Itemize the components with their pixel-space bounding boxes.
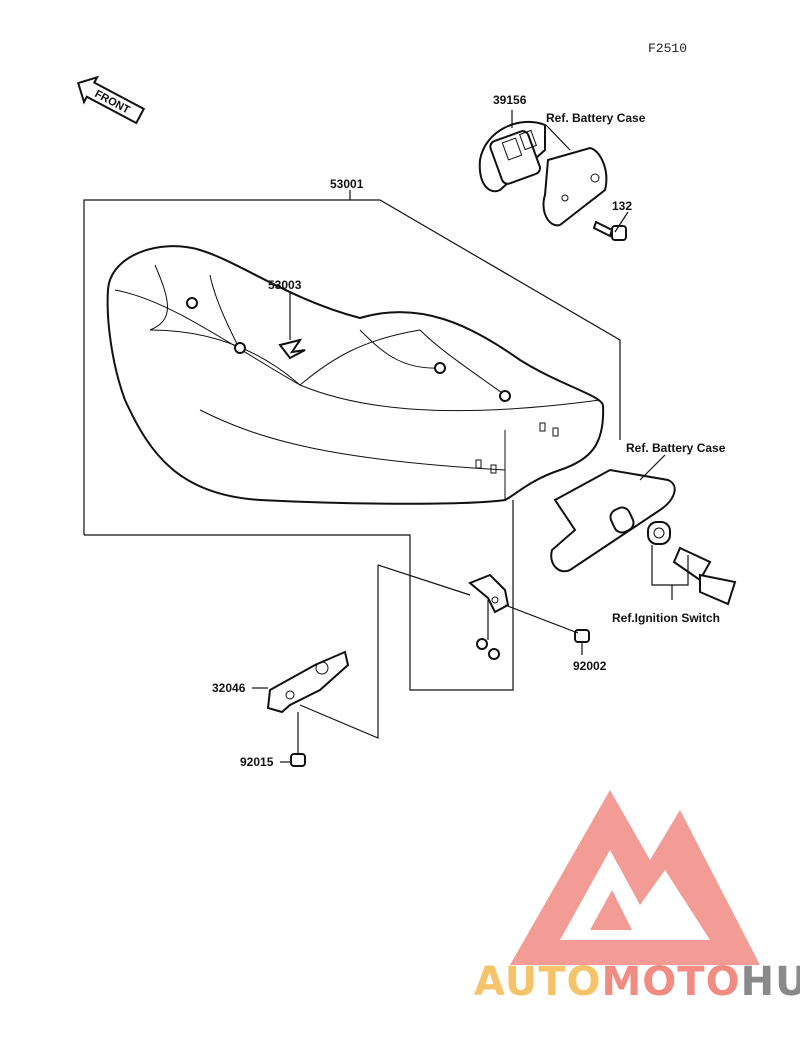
svg-text:AUTOMOTOHUB: AUTOMOTOHUB <box>474 959 800 1005</box>
bolt-92002 <box>574 629 590 643</box>
label-32046: 32046 <box>212 681 246 695</box>
label-ref-battery-case-side: Ref. Battery Case <box>626 441 726 455</box>
nut-92015 <box>290 753 306 767</box>
label-ref-battery-case-top: Ref. Battery Case <box>546 111 646 125</box>
label-53003: 53003 <box>268 278 302 292</box>
ignition-switch <box>647 521 737 606</box>
battery-case-side <box>550 468 676 573</box>
watermark-moto: MOTO <box>602 959 741 1005</box>
watermark-logo <box>510 790 760 965</box>
bolt-132 <box>592 220 627 241</box>
bracket-vertical <box>468 573 510 660</box>
figure-code: F2510 <box>648 41 687 56</box>
battery-cover-39156 <box>478 120 608 227</box>
bracket-32046 <box>266 650 350 714</box>
label-92015: 92015 <box>240 755 274 769</box>
label-53001: 53001 <box>330 177 364 191</box>
front-arrow: FRONT <box>76 75 146 125</box>
watermark-auto: AUTO <box>474 959 602 1005</box>
seat-53001 <box>106 245 605 505</box>
label-132: 132 <box>612 199 632 213</box>
leader-lines <box>83 110 689 763</box>
label-92002: 92002 <box>573 659 607 673</box>
watermark-text: AUTOMOTOHUB <box>474 959 800 1005</box>
watermark-hub: HUB <box>741 959 800 1005</box>
label-ref-ignition-switch: Ref.Ignition Switch <box>612 611 720 625</box>
label-39156: 39156 <box>493 93 527 107</box>
